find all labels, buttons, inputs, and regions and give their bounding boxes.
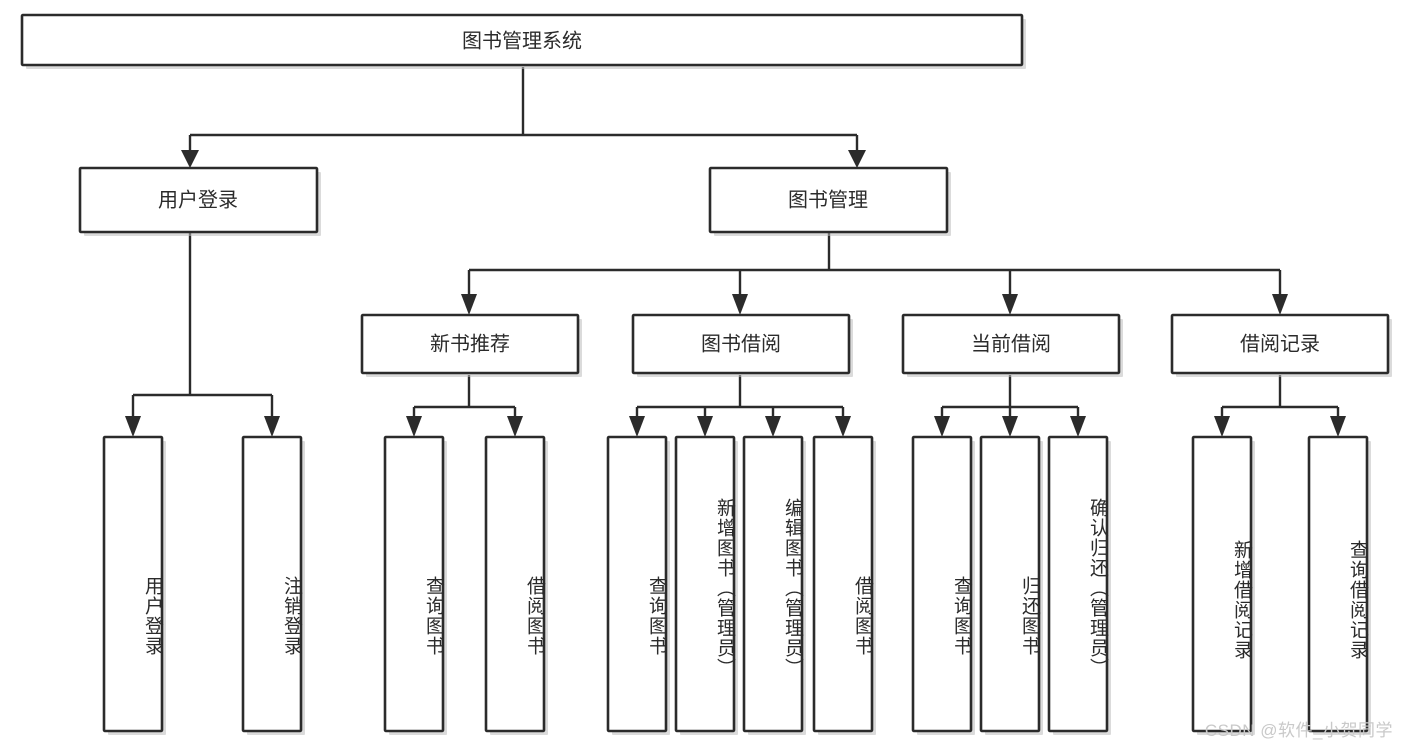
arrowhead-leaf-add-record [1214,416,1230,437]
node-leaf-return-book[interactable] [979,435,1043,735]
arrowhead-leaf-add-book [697,416,713,437]
arrowhead-leaf-query-book-3 [934,416,950,437]
connector-layer [125,67,1346,437]
arrowhead-leaf-edit-book [765,416,781,437]
node-leaf-user-login[interactable] [102,435,166,735]
node-leaf-add-record[interactable] [1191,435,1255,735]
node-book-manage-label: 图书管理 [788,188,868,211]
node-leaf-edit-book[interactable] [742,435,806,735]
arrowhead-leaf-query-book-2 [629,416,645,437]
node-leaf-query-record[interactable] [1307,435,1371,735]
node-leaf-query-book-2[interactable] [606,435,670,735]
node-root[interactable]: 图书管理系统 [20,13,1026,69]
node-leaf-borrow-book-2[interactable] [812,435,876,735]
arrowhead-borrow-record [1272,294,1288,315]
arrowhead-leaf-borrow-book-1 [507,416,523,437]
node-book-manage[interactable]: 图书管理 [708,166,951,236]
node-leaf-add-book[interactable] [674,435,738,735]
arrowhead-current-borrow [1002,294,1018,315]
node-new-book-rec-label: 新书推荐 [430,332,510,355]
node-root-label: 图书管理系统 [462,29,582,52]
node-leaf-confirm-return[interactable] [1047,435,1111,735]
arrowhead-leaf-user-login [125,416,141,437]
arrowhead-leaf-logout [264,416,280,437]
node-current-borrow-label: 当前借阅 [971,332,1051,355]
node-borrow-record[interactable]: 借阅记录 [1170,313,1392,377]
arrowhead-leaf-borrow-book-2 [835,416,851,437]
arrowhead-leaf-query-record [1330,416,1346,437]
node-leaf-query-book-3[interactable] [911,435,975,735]
node-current-borrow[interactable]: 当前借阅 [901,313,1123,377]
node-borrow-record-label: 借阅记录 [1240,332,1320,355]
arrowhead-leaf-confirm-return [1070,416,1086,437]
arrowhead-book-borrow [732,294,748,315]
arrowhead-new-book-rec [461,294,477,315]
arrowhead-leaf-return-book [1002,416,1018,437]
csdn-watermark: CSDN @软件_小贺同学 [1204,721,1393,740]
node-leaf-borrow-book-1[interactable] [484,435,548,735]
node-book-borrow[interactable]: 图书借阅 [631,313,853,377]
node-leaf-query-book-1[interactable] [383,435,447,735]
arrowhead-book-manage [848,150,866,168]
arrowhead-leaf-query-book-1 [406,416,422,437]
node-user-login[interactable]: 用户登录 [78,166,321,236]
node-book-borrow-label: 图书借阅 [701,332,781,355]
arrowhead-user-login [181,150,199,168]
node-layer: 图书管理系统 用户登录 图书管理 新书推荐 图书 [20,13,1392,735]
node-leaf-logout[interactable] [241,435,305,735]
node-user-login-label: 用户登录 [158,188,238,211]
node-new-book-rec[interactable]: 新书推荐 [360,313,582,377]
